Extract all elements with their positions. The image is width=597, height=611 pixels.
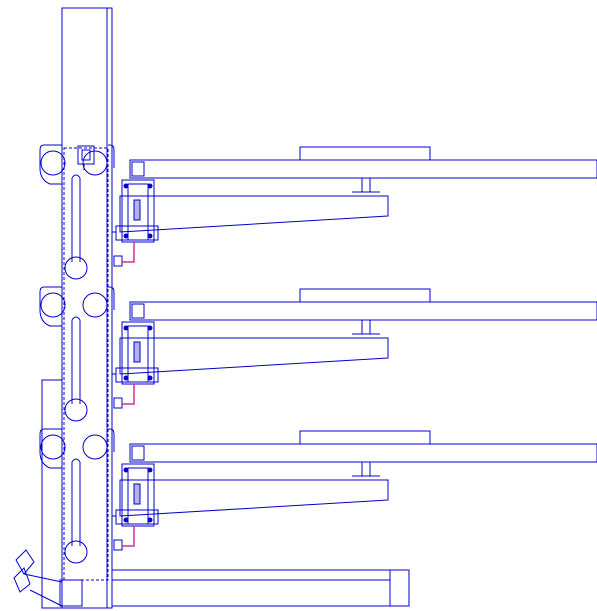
- hose: [122, 526, 135, 547]
- adjustment-slot: [71, 458, 81, 546]
- hose-fitting: [113, 397, 123, 409]
- bolt-hole: [82, 434, 108, 460]
- bottom-hinge-detail: [13, 549, 83, 607]
- bolt-hole: [40, 150, 66, 176]
- top-fitting: [77, 145, 95, 170]
- support-post: [361, 461, 371, 477]
- shelf-unit-1: [39, 144, 597, 280]
- support-beam: [119, 461, 389, 517]
- support-post: [361, 319, 371, 335]
- base-beam: [111, 569, 410, 607]
- shelf-pad: [299, 146, 431, 161]
- hose-fitting: [113, 539, 123, 551]
- bracket-dashed-outline: [63, 147, 109, 581]
- adjustment-slot: [71, 316, 81, 404]
- hose-fitting: [113, 255, 123, 267]
- shelf-pad: [299, 430, 431, 445]
- support-beam: [119, 319, 389, 375]
- shelf-arm: [129, 288, 597, 321]
- bolt-hole: [64, 398, 88, 422]
- shelf-unit-3: [39, 428, 597, 564]
- adjustment-slot: [71, 174, 81, 262]
- clamp-block: [112, 179, 159, 243]
- clamp-block: [112, 321, 159, 385]
- bracket-plate: [39, 428, 115, 564]
- bolt-hole: [40, 434, 66, 460]
- shelf-unit-2: [39, 286, 597, 422]
- hose: [122, 384, 135, 405]
- bracket-plate: [39, 144, 115, 280]
- clamp-block: [112, 463, 159, 527]
- bolt-hole: [82, 292, 108, 318]
- shelf-arm: [129, 430, 597, 463]
- bolt-hole: [82, 150, 108, 176]
- support-beam: [119, 177, 389, 233]
- support-post: [361, 177, 371, 193]
- shelf-arm: [129, 146, 597, 179]
- bolt-hole: [40, 292, 66, 318]
- bolt-hole: [64, 256, 88, 280]
- bracket-plate: [39, 286, 115, 422]
- main-column: [29, 7, 113, 609]
- hose: [122, 242, 135, 263]
- bolt-hole: [64, 540, 88, 564]
- shelf-pad: [299, 288, 431, 303]
